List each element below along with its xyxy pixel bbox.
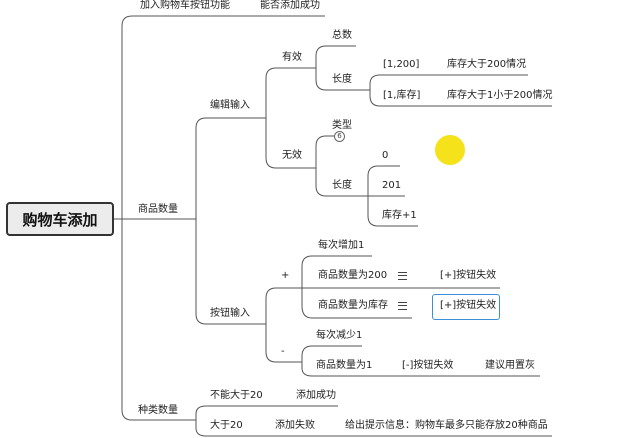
connector-line (301, 345, 362, 362)
connector-line (301, 288, 392, 319)
node-add-success-check[interactable]: 能否添加成功 (260, 0, 320, 11)
connector-line (369, 90, 430, 107)
node-201[interactable]: 201 (382, 180, 402, 191)
connector-line (121, 219, 180, 421)
connector-line (265, 118, 310, 169)
connector-line (195, 405, 268, 420)
node-add-fail[interactable]: 添加失败 (275, 420, 315, 431)
node-plus[interactable]: + (281, 270, 290, 281)
connector-line (369, 74, 430, 90)
node-range-1-stock[interactable]: [1,库存] (383, 90, 421, 101)
node-not-over-20[interactable]: 不能大于20 (210, 390, 263, 401)
connector-line (195, 117, 262, 219)
connector-line (367, 196, 418, 227)
node-prompt-msg[interactable]: 给出提示信息：购物车最多只能存放20种商品 (345, 420, 548, 431)
node-zero[interactable]: 0 (382, 150, 389, 161)
node-stock-1-200[interactable]: 库存大于1小于200情况 (447, 90, 553, 101)
connector-line (195, 420, 268, 437)
connector-line (301, 362, 376, 377)
node-valid[interactable]: 有效 (282, 52, 302, 63)
connector-line (265, 287, 296, 324)
node-suggest-gray[interactable]: 建议用置灰 (485, 360, 535, 371)
node-qty-stock[interactable]: 商品数量为库存 (318, 300, 388, 311)
node-over-20[interactable]: 大于20 (210, 420, 243, 431)
root-node[interactable]: 购物车添加 (6, 202, 114, 236)
connector-line (315, 135, 334, 168)
node-minus-disabled[interactable]: [-]按钮失效 (402, 360, 454, 371)
node-invalid-length[interactable]: 长度 (332, 180, 352, 191)
connector-line (315, 168, 360, 197)
equals-icon (398, 302, 407, 310)
node-kinds[interactable]: 种类数量 (138, 405, 178, 416)
node-minus[interactable]: - (281, 346, 285, 357)
node-type[interactable]: 类型 (332, 120, 352, 131)
node-add-ok[interactable]: 添加成功 (296, 390, 336, 401)
node-stock-gt-200[interactable]: 库存大于200情况 (447, 59, 527, 70)
connector-line (301, 255, 372, 288)
connector-line (265, 67, 310, 118)
node-plus-disabled-2[interactable]: [+]按钮失效 (440, 300, 497, 311)
cursor-highlight (435, 135, 465, 165)
connector-line (195, 219, 262, 325)
node-digits[interactable]: 总数 (332, 30, 352, 41)
equals-icon (398, 272, 407, 280)
collapse-badge[interactable]: 6 (334, 131, 345, 142)
connector-line (121, 15, 240, 219)
node-qty[interactable]: 商品数量 (138, 204, 178, 215)
connector-line (315, 45, 356, 68)
node-edit-input[interactable]: 编辑输入 (210, 100, 250, 111)
node-qty-1[interactable]: 商品数量为1 (316, 360, 373, 371)
node-minus-one[interactable]: 每次减少1 (316, 330, 363, 341)
node-length[interactable]: 长度 (332, 74, 352, 85)
node-plus-disabled-1[interactable]: [+]按钮失效 (440, 270, 497, 281)
connector-line (367, 165, 400, 196)
selected-node-frame (432, 294, 500, 320)
node-stock-plus-1[interactable]: 库存+1 (382, 210, 417, 221)
node-invalid[interactable]: 无效 (282, 150, 302, 161)
connector-line (265, 324, 296, 363)
node-button-input[interactable]: 按钮输入 (210, 308, 250, 319)
node-qty-200[interactable]: 商品数量为200 (318, 270, 388, 281)
node-plus-one[interactable]: 每次增加1 (318, 240, 365, 251)
node-add-button-feature[interactable]: 加入购物车按钮功能 (140, 0, 230, 11)
node-range-1-200[interactable]: [1,200] (383, 59, 420, 70)
connector-line (315, 68, 365, 91)
